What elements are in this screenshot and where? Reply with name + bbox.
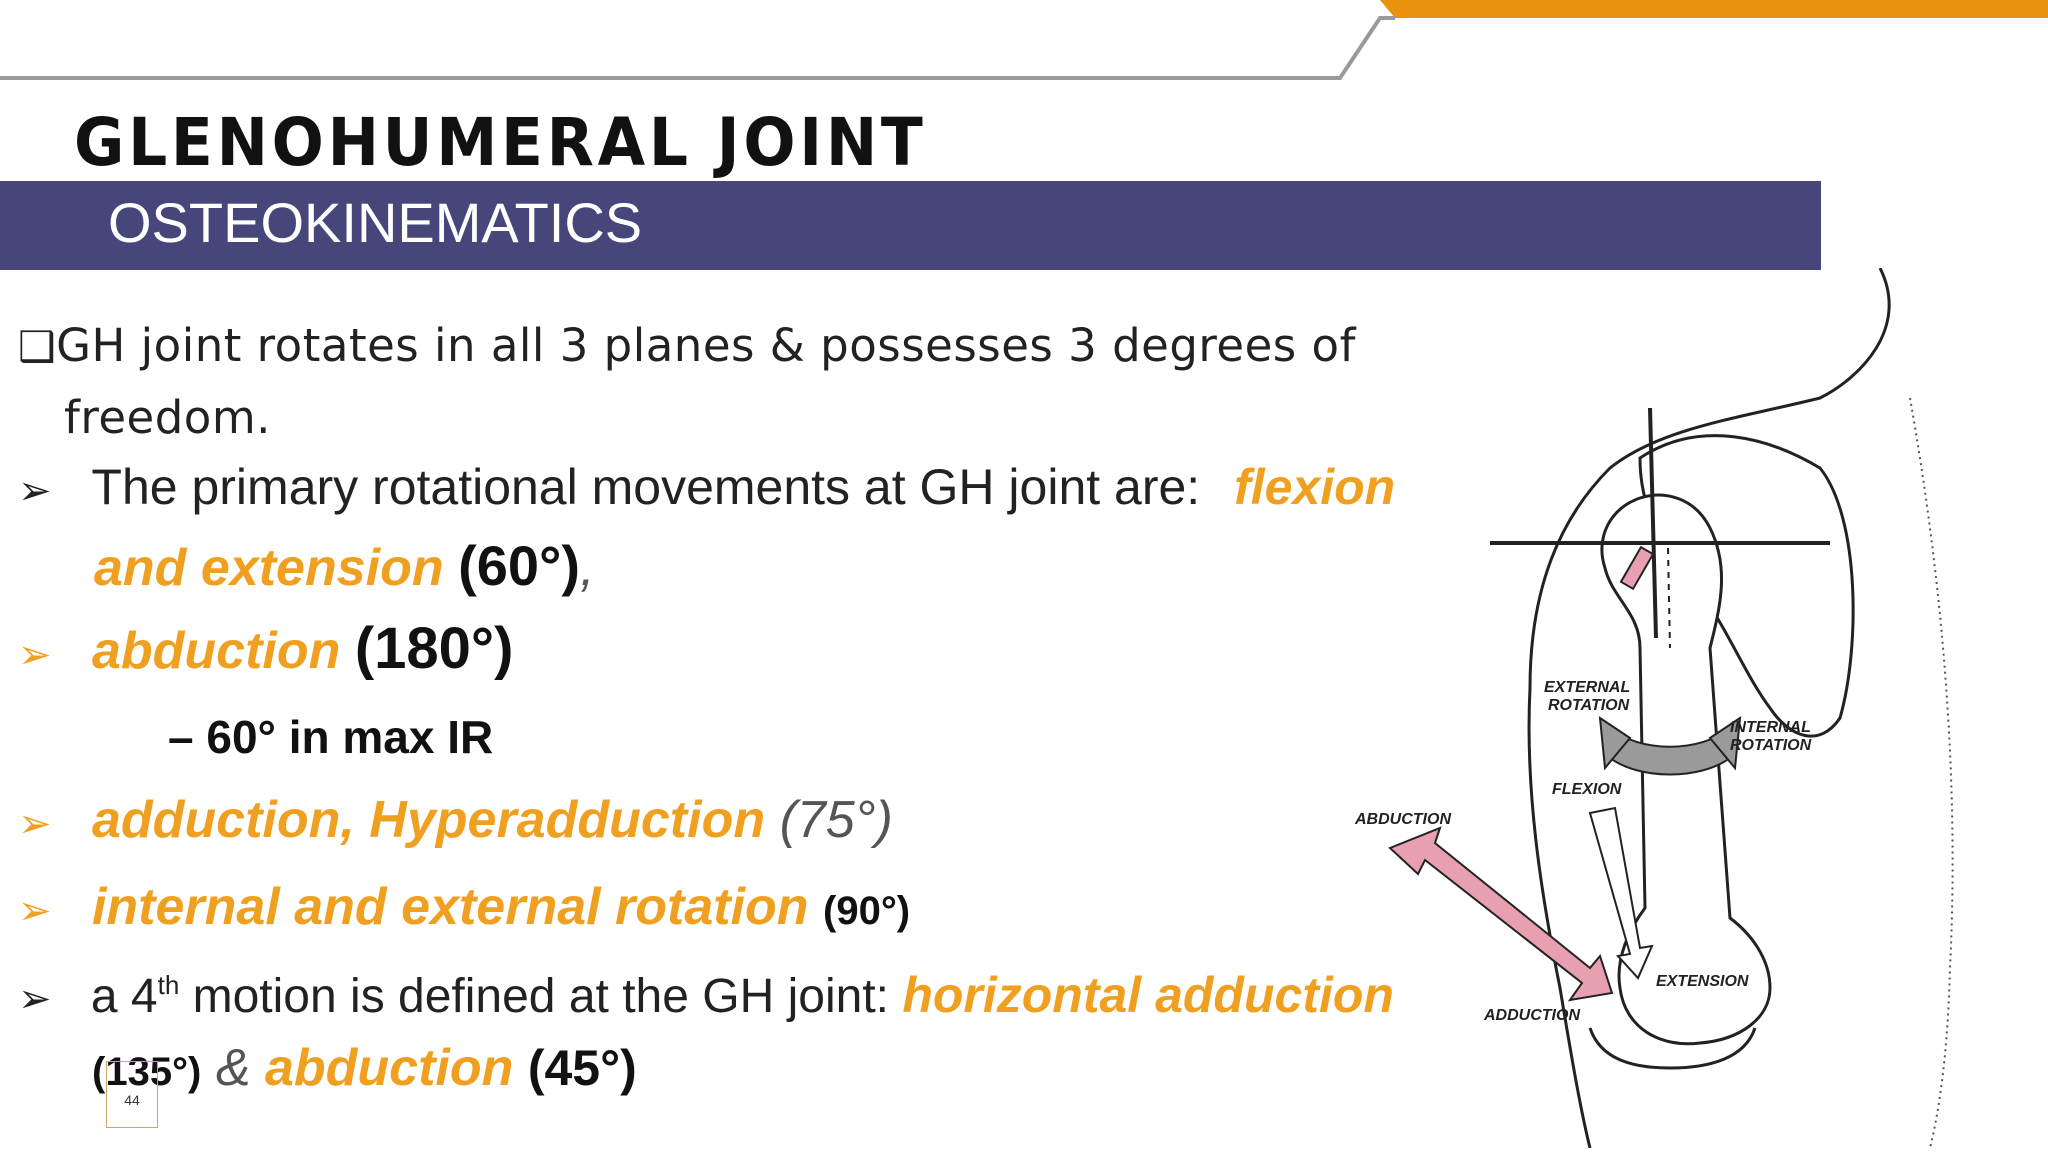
bullet-3-value: (75°)	[779, 791, 893, 849]
bullet-2-subitem: – 60° in max IR	[168, 714, 493, 760]
page-number: 44	[124, 1092, 140, 1108]
bullet-4-value: (90°)	[823, 889, 911, 933]
intro-line-1: ❑GH joint rotates in all 3 planes & poss…	[18, 323, 1356, 368]
bullet-5-line-2: (135°) & abduction (45°)	[92, 1042, 637, 1094]
slide-title: GLENOHUMERAL JOINT	[74, 104, 927, 181]
bullet-1-emph-flexion: flexion	[1234, 459, 1396, 515]
subtitle-band	[0, 181, 1821, 270]
bullet-5-pre: a 4	[90, 970, 158, 1023]
bullet-2-value: (180°)	[354, 616, 514, 681]
bullet-5-value-2: (45°)	[527, 1040, 637, 1096]
intro-line-2: freedom.	[64, 395, 271, 440]
bullet-1-text: The primary rotational movements at GH j…	[91, 459, 1201, 515]
arrow-bullet-icon: ➢	[18, 802, 52, 846]
page-number-box: 44	[106, 1061, 158, 1128]
bullet-5-emph-abduction: abduction	[264, 1039, 514, 1097]
bullet-1-value: (60°)	[458, 534, 581, 597]
bullet-5-ampersand: &	[201, 1039, 265, 1097]
slide-subtitle: OSTEOKINEMATICS	[108, 191, 643, 254]
dash-bullet: –	[168, 711, 194, 763]
bullet-1-line-2: and extension (60°),	[94, 538, 595, 597]
bullet-4-emph: internal and external rotation	[91, 878, 809, 936]
arrow-bullet-icon: ➢	[18, 977, 52, 1021]
bullet-4-line: ➢ internal and external rotation (90°)	[18, 881, 910, 933]
label-abduction: ABDUCTION	[1354, 811, 1451, 828]
top-decoration	[0, 0, 2048, 80]
bullet-5-post: motion is defined at the GH joint:	[179, 970, 903, 1023]
label-external-rotation: EXTERNAL	[1544, 679, 1630, 696]
bullet-2-line: ➢ abduction (180°)	[18, 620, 513, 678]
bullet-5-line-1: ➢ a 4th motion is defined at the GH join…	[18, 970, 1394, 1021]
bullet-2-subtext: 60° in max IR	[206, 711, 494, 763]
intro-text: GH joint rotates in all 3 planes & posse…	[56, 319, 1356, 372]
arrow-bullet-icon: ➢	[18, 889, 52, 933]
label-flexion: FLEXION	[1552, 781, 1622, 798]
bullet-5-value-1: (135°)	[92, 1050, 202, 1094]
label-adduction: ADDUCTION	[1483, 1007, 1580, 1024]
bullet-3-line: ➢ adduction, Hyperadduction (75°)	[18, 794, 893, 846]
label-internal-rotation-2: ROTATION	[1730, 737, 1812, 754]
intro-text-cont: freedom.	[64, 391, 271, 444]
bullet-5-sup: th	[157, 970, 180, 1000]
arrow-bullet-icon: ➢	[18, 633, 52, 677]
label-extension: EXTENSION	[1656, 973, 1749, 990]
shoulder-anatomy-figure: EXTERNAL ROTATION INTERNAL ROTATION FLEX…	[1354, 268, 1954, 1148]
bullet-1-comma: ,	[580, 539, 595, 597]
checkbox-bullet-icon: ❑	[18, 322, 57, 371]
bullet-5-emph-horizontal-adduction: horizontal adduction	[902, 967, 1394, 1023]
label-external-rotation-2: ROTATION	[1548, 697, 1630, 714]
label-internal-rotation: INTERNAL	[1730, 719, 1811, 736]
bullet-1-line-1: ➢ The primary rotational movements at GH…	[18, 462, 1395, 512]
bullet-2-emph: abduction	[91, 622, 341, 680]
bullet-3-emph: adduction, Hyperadduction	[91, 791, 766, 849]
bullet-1-emph-extension: and extension	[94, 539, 444, 597]
arrow-bullet-icon: ➢	[18, 469, 52, 513]
